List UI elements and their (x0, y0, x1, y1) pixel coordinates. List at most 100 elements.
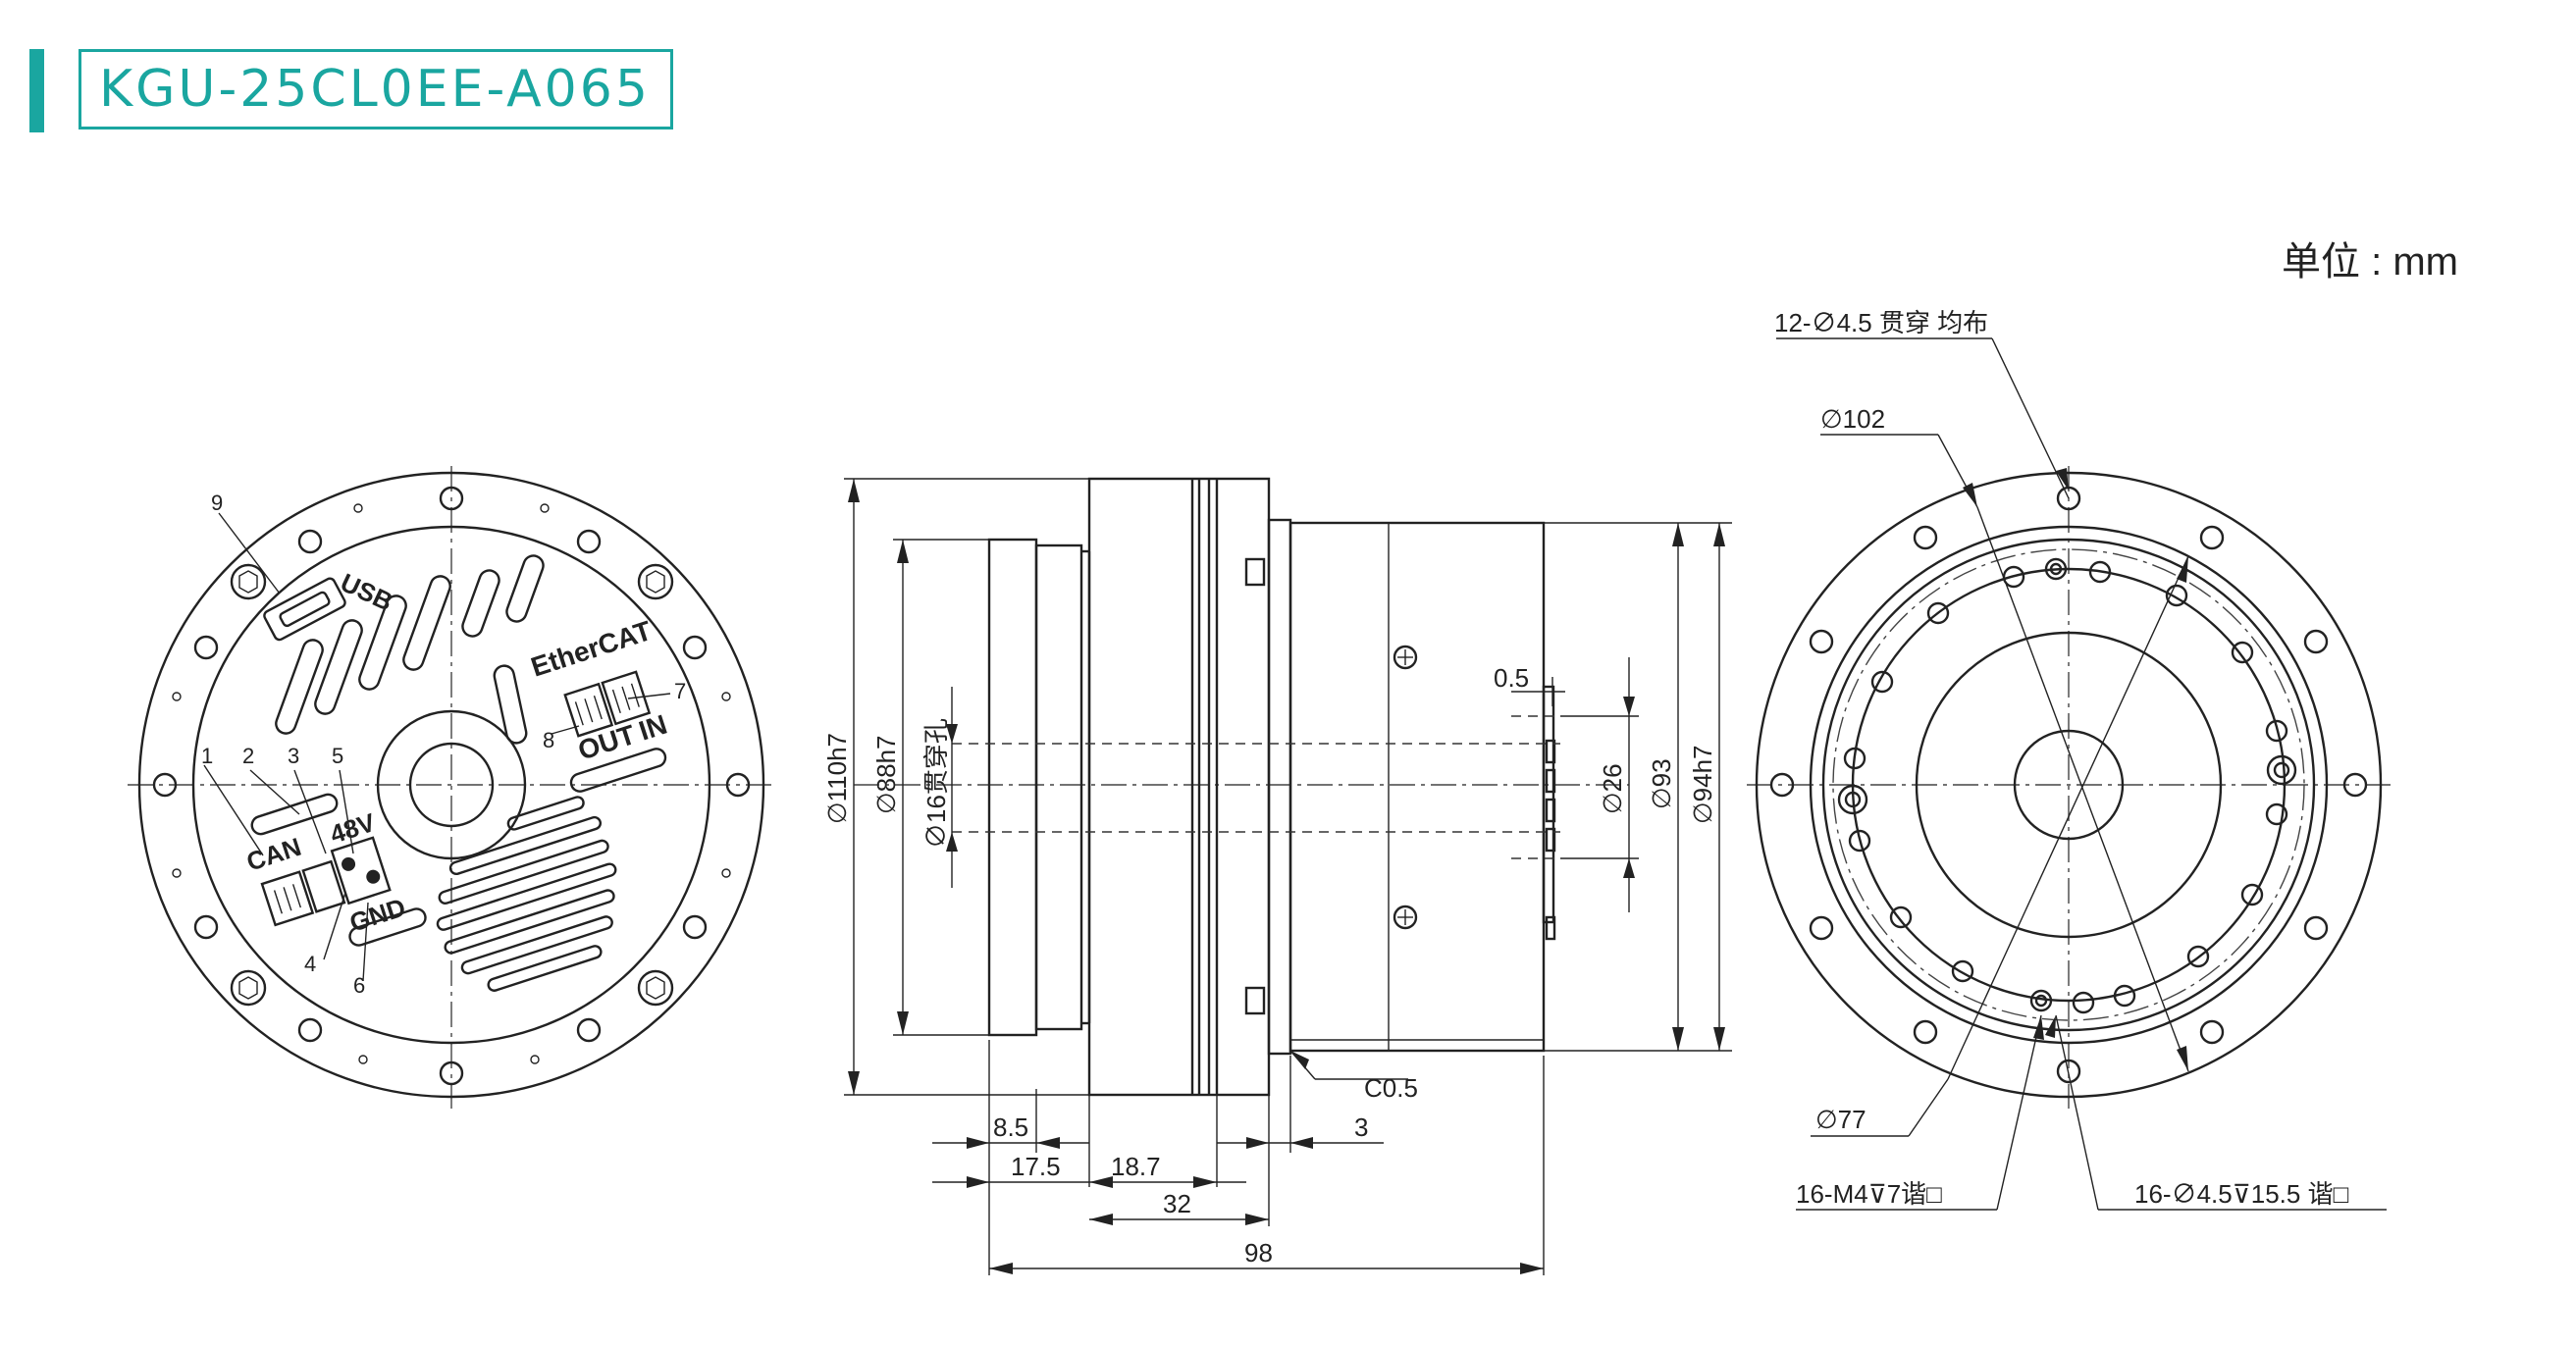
m4-hole (2113, 984, 2136, 1008)
front-hub (1915, 631, 2223, 939)
usb-port (263, 577, 346, 642)
flange-hole (2303, 915, 2329, 941)
body-screw (1393, 645, 1418, 670)
front-through-hole (2013, 729, 2125, 841)
m4-hole (2165, 584, 2188, 607)
main-flange (1087, 477, 1271, 1097)
m4-hole (2029, 989, 2053, 1012)
port-pin (621, 686, 631, 710)
title-accent-bar (29, 49, 44, 132)
flange-hole (682, 635, 708, 660)
motor-body (1288, 521, 1546, 1053)
vent-slot (461, 569, 500, 638)
flange-hole (1809, 629, 1834, 654)
m4-hole (1889, 905, 1913, 929)
flange-dot (721, 868, 731, 878)
callout-9: 9 (211, 491, 223, 515)
hex-socket (238, 976, 258, 1000)
chamfer-c05: C0.5 (1364, 1073, 1418, 1103)
flange-hole (297, 1017, 323, 1043)
callout-3: 3 (288, 744, 299, 768)
connector-pin (1545, 827, 1556, 853)
flange-hole (2056, 1059, 2081, 1084)
m4-hole (2240, 883, 2264, 906)
label-d77: ∅77 (1815, 1105, 1866, 1134)
callout-4: 4 (304, 952, 316, 976)
flange-dot (172, 868, 182, 878)
m4-thread (2034, 994, 2048, 1008)
flange-hole (2056, 486, 2081, 511)
usb-socket (279, 591, 331, 628)
flange-hole (576, 1017, 602, 1043)
flange-hole (297, 529, 323, 554)
vent-slot (493, 664, 528, 745)
rear-connector (1542, 685, 1555, 924)
m4-thread (2049, 562, 2063, 576)
dim-8-5: 8.5 (993, 1112, 1028, 1142)
out-label: OUT (574, 719, 639, 766)
label-d102: ∅102 (1820, 404, 1885, 434)
label-m4: 16-M4⊽7谐□ (1796, 1179, 1942, 1209)
flange-dot (172, 692, 182, 701)
connector-pin (1545, 798, 1556, 823)
dim-d26: ∅26 (1598, 763, 1627, 814)
front-flange-holes (1769, 486, 2368, 1084)
callout-8: 8 (543, 728, 554, 752)
vent-slot (402, 575, 451, 671)
dim-d16: ∅16贯穿孔 (921, 718, 951, 849)
m4-thread (1844, 791, 1862, 808)
dim-d110: ∅110h7 (822, 733, 852, 824)
model-title-box: KGU-25CL0EE-A065 (79, 49, 673, 129)
flange-dot (353, 503, 363, 513)
port-pin (283, 887, 292, 911)
flange-hole (193, 635, 219, 660)
hex-socket (646, 976, 665, 1000)
flange-hole (725, 772, 751, 798)
dim-32: 32 (1163, 1189, 1191, 1218)
vent-slot (436, 862, 617, 931)
hex-socket (646, 570, 665, 594)
m4-hole (2186, 945, 2210, 968)
side-length-dims: 8.5 17.5 18.7 3 32 98 (932, 1040, 1545, 1275)
vent-slot (448, 815, 603, 876)
flange-hole (682, 914, 708, 940)
model-title: KGU-25CL0EE-A065 (99, 60, 651, 119)
side-diameter-dims: ∅110h7 ∅88h7 ∅16贯穿孔 ∅26 ∅93 (822, 478, 1732, 1096)
m4-hole-large (1837, 784, 1868, 815)
back-callout-numbers: 9 1 2 3 5 4 6 7 8 (201, 491, 686, 998)
front-leaders (1776, 337, 2387, 1211)
usb-label: USB (336, 567, 396, 616)
usb-housing (263, 577, 346, 642)
flange-hole (1809, 915, 1834, 941)
dim-98: 98 (1244, 1238, 1273, 1267)
side-view: ∅110h7 ∅88h7 ∅16贯穿孔 ∅26 ∅93 (822, 477, 1732, 1275)
flange-hole (439, 1060, 464, 1086)
output-shaft-outer (987, 538, 1038, 1037)
flange-dot (358, 1055, 368, 1064)
dim-3: 3 (1354, 1112, 1368, 1142)
port-pin (574, 701, 584, 726)
front-view: 12-∅4.5 贯穿 均布 ∅102 ∅77 16-M4⊽7谐□ 16-∅4.5… (1747, 308, 2394, 1211)
port-pin (630, 683, 640, 707)
port-pin (593, 695, 603, 720)
port-pin (584, 698, 594, 723)
hex-socket (238, 570, 258, 594)
port-pin (273, 890, 283, 914)
dim-18-7: 18.7 (1111, 1152, 1161, 1181)
label-12-holes: 12-∅4.5 贯穿 均布 (1774, 308, 1988, 337)
ethercat-port (601, 670, 652, 726)
flange-hole (193, 914, 219, 940)
callout-5: 5 (332, 744, 343, 768)
vent-slot (358, 595, 407, 691)
callout-6: 6 (353, 973, 365, 998)
flange-hole (152, 772, 178, 798)
port-pin (291, 884, 302, 908)
power-pin (366, 869, 381, 884)
label-16-holes: 16-∅4.5⊽15.5 谐□ (2134, 1179, 2349, 1209)
back-view: USB EtherCAT OUT IN CAN 48V (128, 466, 775, 1109)
back-through-hole (408, 742, 495, 828)
front-output-holes (1837, 557, 2297, 1014)
m4-hole (2044, 557, 2068, 581)
m4-hole (2265, 802, 2288, 826)
